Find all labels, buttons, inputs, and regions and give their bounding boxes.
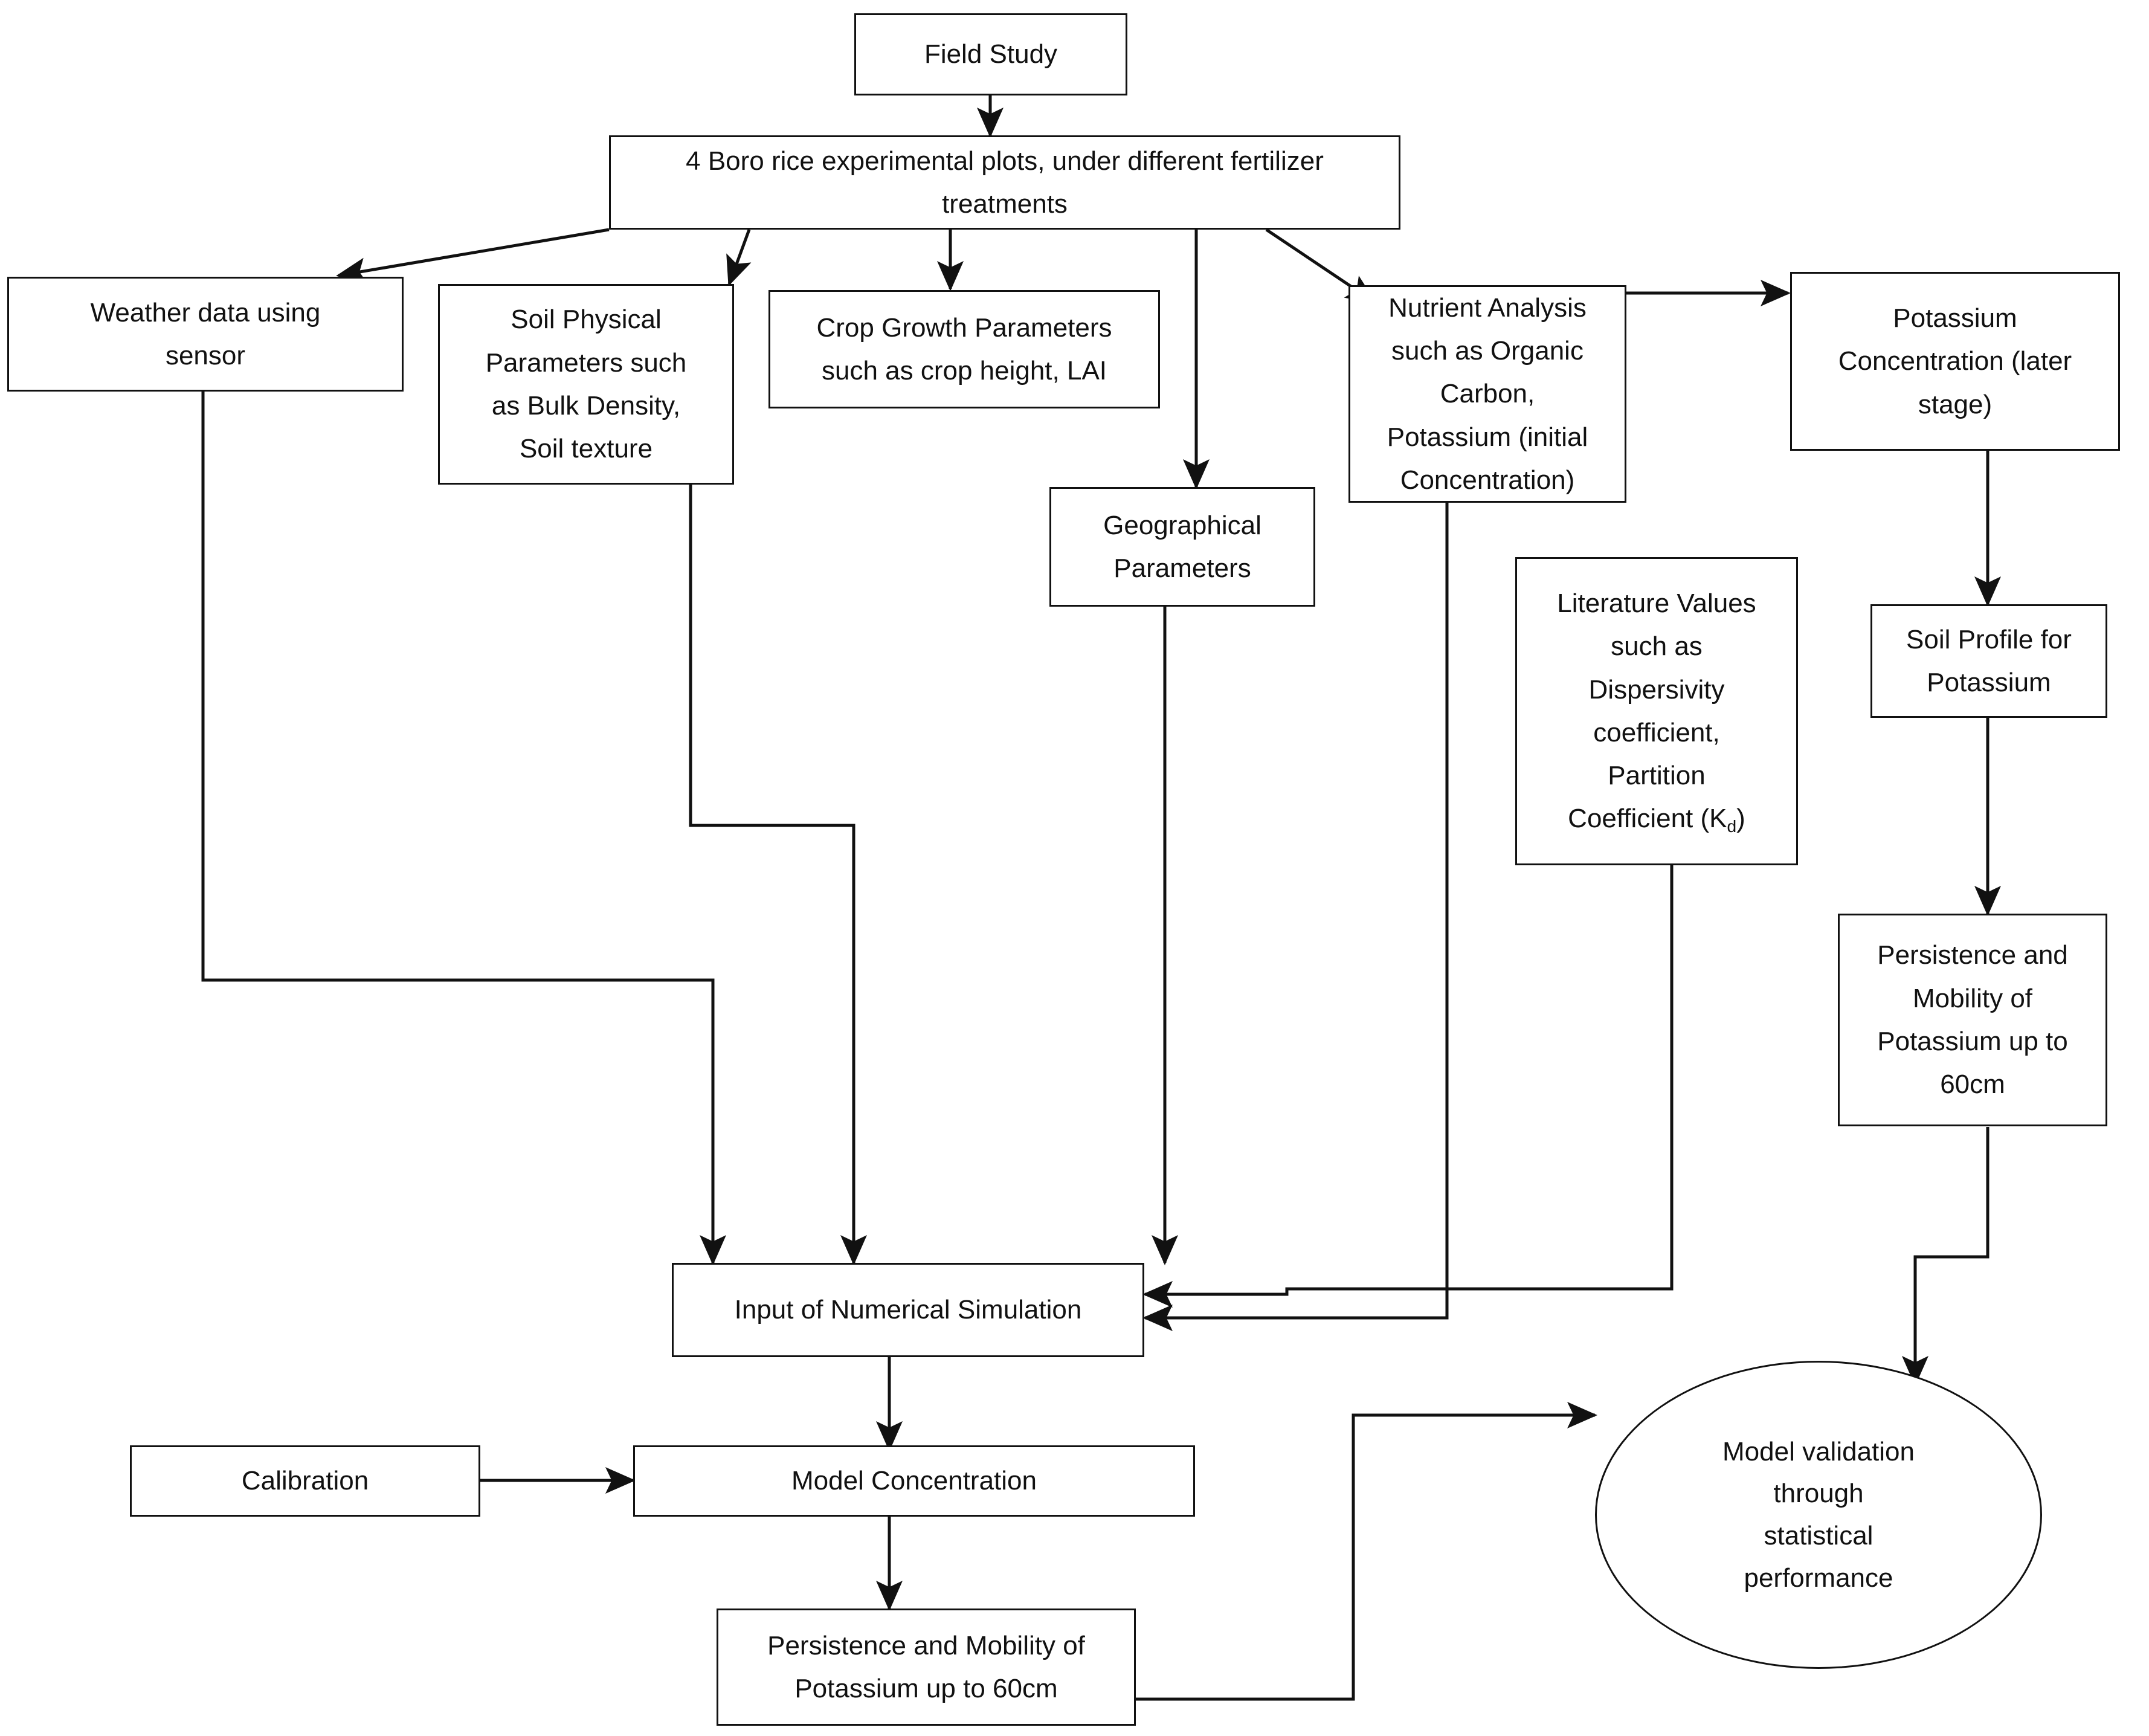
edge-persistence-model-to-validation — [1136, 1402, 1598, 1701]
node-soil-physical-parameters-label: Soil Physical Parameters such as Bulk De… — [485, 305, 687, 464]
node-literature-values-label: Literature Values such as Dispersivity c… — [1557, 589, 1756, 836]
node-weather-data[interactable]: Weather data using sensor — [7, 277, 404, 392]
node-persistence-mobility-model[interactable]: Persistence and Mobility of Potassium up… — [717, 1609, 1136, 1726]
node-soil-profile-potassium[interactable]: Soil Profile for Potassium — [1870, 604, 2107, 718]
edge-plots-to-soil-physical — [726, 229, 752, 286]
node-model-validation-label: Model validation through statistical per… — [1722, 1436, 1915, 1593]
node-calibration[interactable]: Calibration — [130, 1445, 480, 1517]
node-calibration-label: Calibration — [241, 1466, 369, 1496]
edge-persistence-field-to-validation — [1902, 1127, 1990, 1387]
edge-plots-to-weather — [336, 228, 610, 284]
node-model-concentration-label: Model Concentration — [791, 1466, 1037, 1496]
node-soil-profile-potassium-label: Soil Profile for Potassium — [1906, 624, 2072, 697]
node-persistence-mobility-field[interactable]: Persistence and Mobility of Potassium up… — [1838, 914, 2107, 1126]
node-potassium-concentration-later[interactable]: Potassium Concentration (later stage) — [1790, 272, 2120, 451]
node-model-concentration[interactable]: Model Concentration — [633, 1445, 1195, 1517]
node-geographical-parameters[interactable]: Geographical Parameters — [1049, 487, 1315, 607]
node-nutrient-analysis-label: Nutrient Analysis such as Organic Carbon… — [1387, 292, 1588, 495]
node-nutrient-analysis[interactable]: Nutrient Analysis such as Organic Carbon… — [1348, 285, 1626, 503]
node-input-numerical-simulation-label: Input of Numerical Simulation — [734, 1295, 1082, 1325]
edge-literature-to-input-sim — [1142, 865, 1674, 1308]
node-persistence-mobility-model-label: Persistence and Mobility of Potassium up… — [767, 1630, 1085, 1703]
node-persistence-mobility-field-label: Persistence and Mobility of Potassium up… — [1877, 940, 2068, 1100]
edge-weather-to-input-sim — [201, 390, 726, 1266]
node-field-study-label: Field Study — [924, 39, 1058, 69]
node-plots-label: 4 Boro rice experimental plots, under di… — [686, 146, 1324, 219]
node-plots[interactable]: 4 Boro rice experimental plots, under di… — [609, 135, 1400, 230]
node-literature-values[interactable]: Literature Values such as Dispersivity c… — [1515, 557, 1798, 865]
node-field-study[interactable]: Field Study — [854, 13, 1127, 95]
node-model-validation[interactable]: Model validation through statistical per… — [1595, 1361, 2042, 1669]
node-crop-growth-parameters-label: Crop Growth Parameters such as crop heig… — [816, 312, 1112, 386]
node-geographical-parameters-label: Geographical Parameters — [1103, 510, 1261, 583]
node-potassium-concentration-later-label: Potassium Concentration (later stage) — [1838, 303, 2072, 419]
node-input-numerical-simulation[interactable]: Input of Numerical Simulation — [672, 1263, 1144, 1357]
edge-soil-physical-to-input-sim — [689, 483, 867, 1266]
node-crop-growth-parameters[interactable]: Crop Growth Parameters such as crop heig… — [768, 290, 1160, 408]
node-soil-physical-parameters[interactable]: Soil Physical Parameters such as Bulk De… — [438, 284, 734, 485]
node-weather-data-label: Weather data using sensor — [90, 297, 321, 370]
